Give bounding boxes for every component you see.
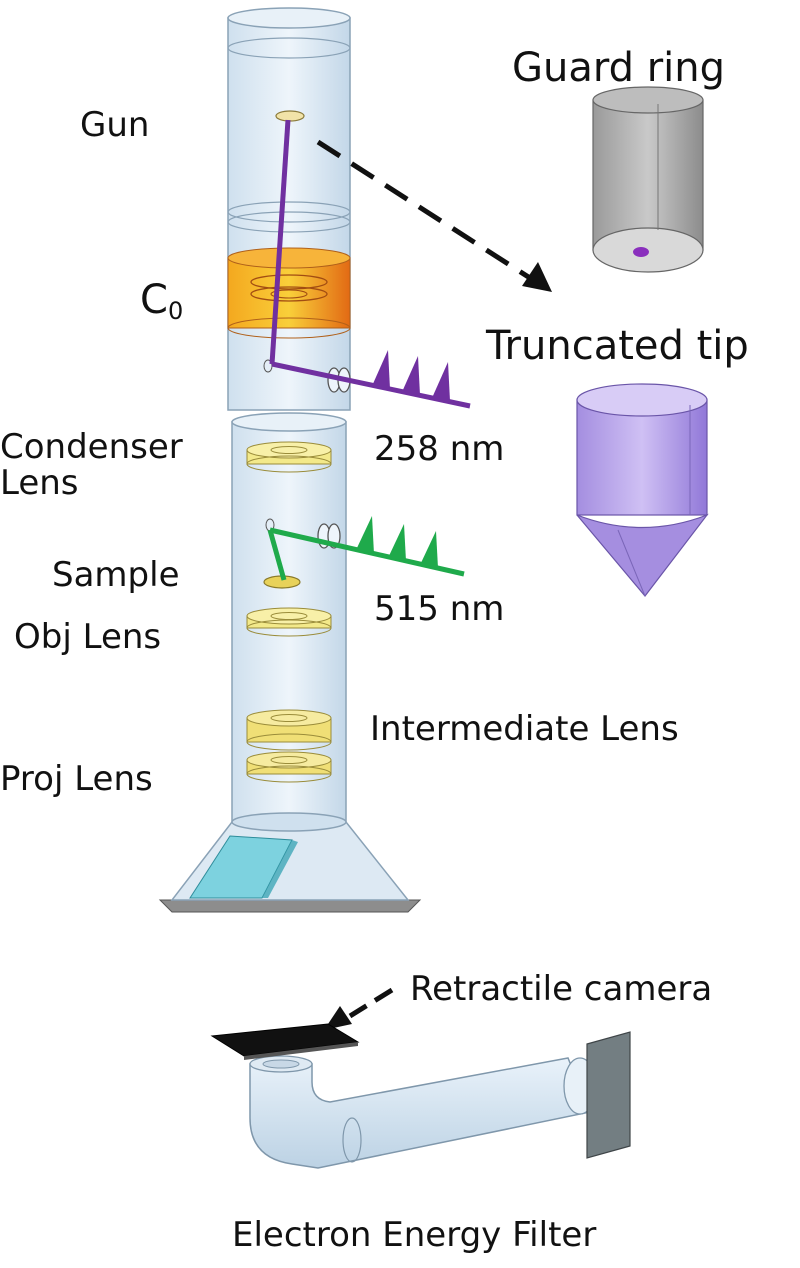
- label-truncated-tip: Truncated tip: [486, 323, 749, 369]
- proj-lens: [246, 751, 332, 783]
- label-condenser-line1: Condenser: [0, 427, 183, 467]
- truncated-tip-shape: [575, 383, 709, 597]
- camera-arrow: [324, 987, 394, 1030]
- label-258nm: 258 nm: [374, 429, 505, 469]
- uv-laser-beam: [269, 119, 471, 409]
- label-c0-main: C: [140, 277, 168, 323]
- label-515nm: 515 nm: [374, 589, 505, 629]
- laser-pulse-icon: [420, 531, 438, 568]
- laser-pulse-icon: [432, 362, 450, 401]
- laser-pulse-icon: [356, 516, 374, 554]
- intermediate-lens: [246, 709, 332, 751]
- label-intermediate-lens: Intermediate Lens: [370, 709, 679, 749]
- c0-lens: [227, 247, 351, 339]
- label-condenser-line2: Lens: [0, 463, 79, 503]
- objective-lens: [246, 607, 332, 637]
- retractile-camera: [210, 1023, 360, 1060]
- column-upper: [227, 7, 351, 411]
- gun-to-tip-arrow: [316, 139, 552, 292]
- label-c0-subscript: 0: [167, 297, 184, 325]
- laser-pulse-icon: [372, 350, 390, 389]
- laser-pulse-icon: [388, 524, 406, 561]
- gun-emitter: [275, 110, 305, 122]
- guard-ring-shape: [592, 86, 704, 273]
- laser-pulse-icon: [402, 356, 420, 395]
- energy-filter-pipe: [249, 1031, 631, 1169]
- label-obj-lens: Obj Lens: [14, 617, 162, 657]
- arrow-head-icon: [522, 262, 552, 292]
- green-laser-beam: [267, 516, 465, 581]
- label-energy-filter: Electron Energy Filter: [232, 1215, 597, 1255]
- label-c0: C0: [140, 280, 183, 323]
- arrow-head-icon: [324, 1006, 352, 1030]
- condenser-lens: [246, 441, 332, 473]
- label-retractile-camera: Retractile camera: [410, 969, 713, 1009]
- viewing-chamber: [158, 812, 422, 913]
- label-gun: Gun: [80, 105, 150, 145]
- label-sample: Sample: [52, 555, 180, 595]
- label-proj-lens: Proj Lens: [0, 759, 153, 799]
- label-guard-ring: Guard ring: [512, 45, 726, 91]
